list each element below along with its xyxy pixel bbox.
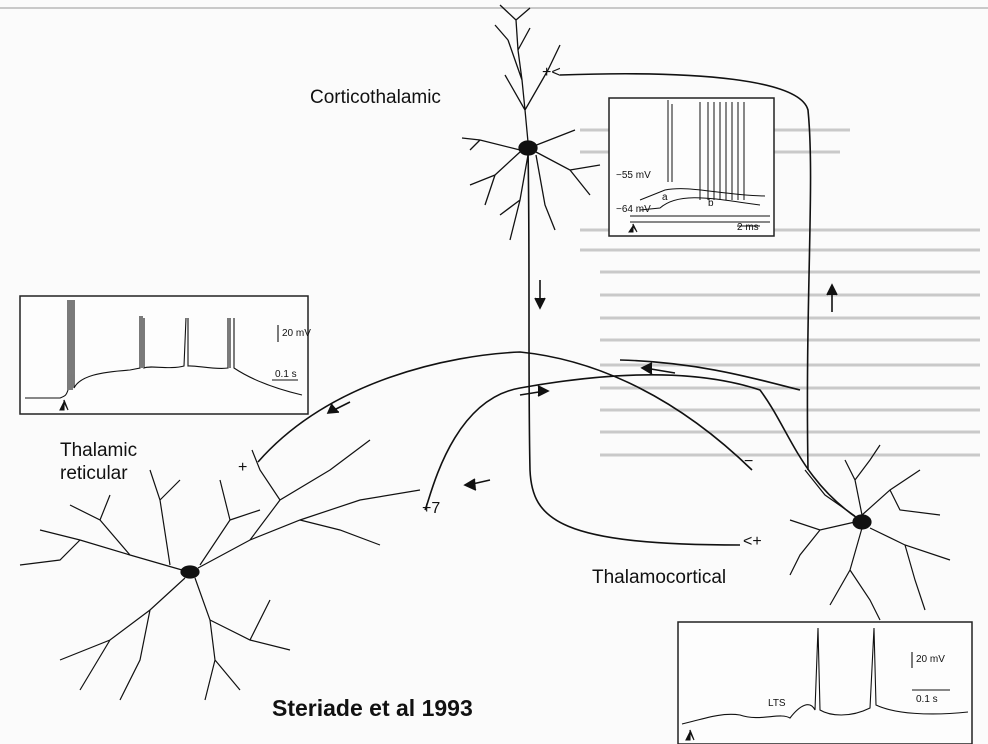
arrow-up-tc [827,285,837,312]
tc-inset-traces [678,622,972,744]
cortical-inset-scale: 2 ms [737,222,759,233]
cortical-inset-marker-a: a [662,192,668,203]
cortical-inset-voltage-55: −55 mV [616,170,651,181]
arrow-down-ct [535,280,545,308]
arrow-lower [465,479,490,490]
tc-inset-scale-time: 0.1 s [916,694,938,705]
tc-inset-scale-voltage: 20 mV [916,654,945,665]
tc-sign-minus: − [744,453,753,471]
ret-sign-plus: + [238,459,247,477]
corticothalamic-neuron [462,5,600,240]
arrows [328,280,837,490]
thalamic-reticular-label-line2: reticular [60,463,128,485]
thalamocortical-label: Thalamocortical [592,567,726,589]
ct-sign-plus: +< [542,64,561,82]
corticothalamic-label: Corticothalamic [310,87,441,109]
ret-sign-plus-arrow: +7 [422,500,440,518]
reticular-inset-scale-voltage: 20 mV [282,328,311,339]
cortical-inset-voltage-64: −64 mV [616,204,651,215]
tc-sign-plus: <+ [743,533,762,551]
thalamic-reticular-label-line1: Thalamic [60,440,137,462]
tc-axon-up [425,375,860,520]
reticular-inset-traces [20,296,308,414]
reticular-inset-scale-time: 0.1 s [275,369,297,380]
cortical-inset-traces [609,98,774,236]
tc-inset-lts-label: LTS [768,698,786,709]
cortical-inset-marker-b: b [708,198,714,209]
citation: Steriade et al 1993 [272,695,473,722]
thalamocortical-neuron [790,445,950,620]
